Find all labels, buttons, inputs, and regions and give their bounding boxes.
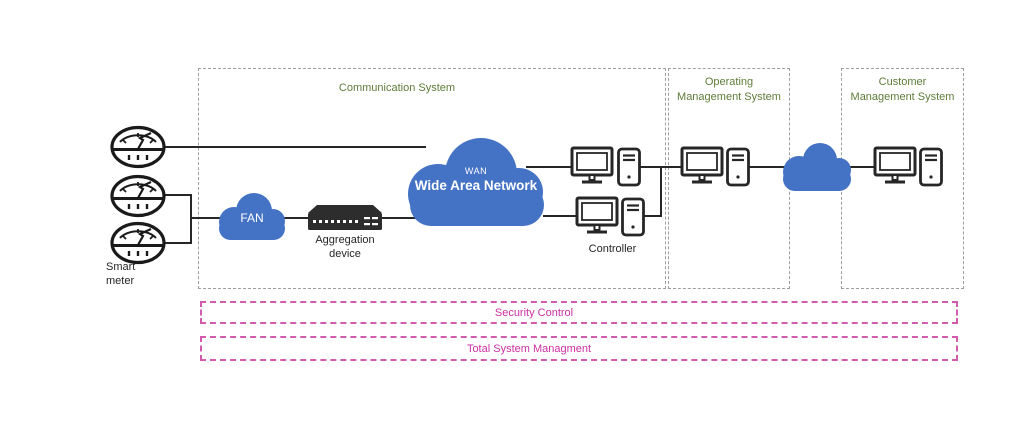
connector-bracket-to-fan xyxy=(190,217,224,219)
controller-label: Controller xyxy=(588,243,637,255)
connector-oms-to-cloud xyxy=(747,166,789,168)
cms-tower-icon xyxy=(919,147,943,187)
connector-wan-to-controller2 xyxy=(543,215,577,217)
wan-cloud-abbr-label: WAN xyxy=(464,166,488,176)
wan-cloud-full-label: Wide Area Network xyxy=(414,178,538,193)
controller-tower-icon xyxy=(621,197,645,237)
total-system-management-label: Total System Managment xyxy=(466,342,592,355)
connector-meter2-to-bracket xyxy=(162,194,192,196)
total-system-management-band: Total System Managment xyxy=(200,336,958,361)
connector-wan-to-controller1 xyxy=(526,166,572,168)
connector-bracket-vertical xyxy=(190,194,192,244)
zone-customer-label: Customer Management System xyxy=(850,76,955,103)
connector-meter1-to-wan xyxy=(164,146,426,148)
controller-tower-icon xyxy=(617,147,641,187)
zone-communication-label: Communication System xyxy=(338,82,456,94)
zone-operating-label: Operating Management System xyxy=(677,76,781,103)
security-control-label: Security Control xyxy=(494,306,574,319)
connector-aggregation-to-wan xyxy=(380,217,422,219)
controller-monitor-icon xyxy=(575,196,619,234)
connector-controller2-to-junction xyxy=(642,215,662,217)
wan-cloud-icon xyxy=(408,138,544,226)
security-control-band: Security Control xyxy=(200,301,958,324)
controller-monitor-icon xyxy=(570,146,614,184)
oms-tower-icon xyxy=(726,147,750,187)
zone-communication-system: Communication System xyxy=(198,68,666,289)
connector-fan-to-aggregation xyxy=(284,217,310,219)
fan-cloud-icon xyxy=(219,193,285,240)
management-cloud-icon xyxy=(783,143,851,191)
aggregation-device-label: Aggregation device xyxy=(315,234,375,261)
fan-cloud-label: FAN xyxy=(240,211,264,225)
connector-meter3-to-bracket xyxy=(162,242,192,244)
smart-meter-icon xyxy=(110,174,166,218)
connector-junction-vertical xyxy=(660,166,662,217)
smart-meter-label: Smart meter xyxy=(106,261,136,288)
cms-monitor-icon xyxy=(873,146,917,184)
aggregation-device-icon xyxy=(308,205,382,230)
oms-monitor-icon xyxy=(680,146,724,184)
smart-meter-icon xyxy=(110,221,166,265)
connector-cloud-to-cms xyxy=(844,166,876,168)
smart-meter-icon xyxy=(110,125,166,169)
